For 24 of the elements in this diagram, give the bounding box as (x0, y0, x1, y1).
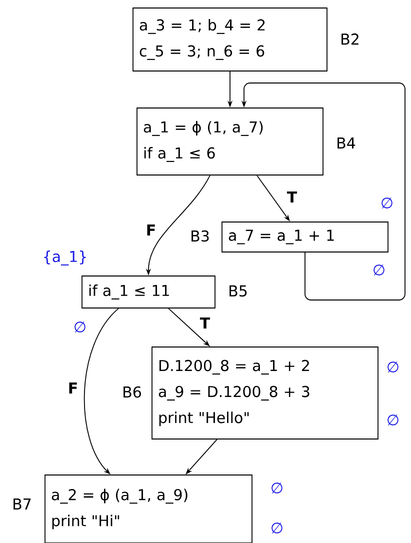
code-block-box: D.1200_8 = a_1 + 2 a_9 = D.1200_8 + 3 print "Hello" (152, 346, 378, 440)
set-annotation: ∅ (272, 482, 282, 494)
set-annotation: ∅ (388, 414, 398, 426)
block-label: B5 (230, 285, 247, 297)
code-block-box: a_7 = a_1 + 1 (222, 222, 388, 252)
block-label: B4 (338, 138, 356, 148)
edge-label: T (200, 318, 210, 328)
set-annotation: {a_1} (44, 250, 86, 266)
block-label: B7 (14, 498, 31, 510)
block-label: B3 (192, 230, 209, 242)
code-block-box: a_3 = 1; b_4 = 2 c_5 = 3; n_6 = 6 (132, 8, 328, 72)
set-annotation: ∅ (374, 264, 384, 276)
set-annotation: ∅ (388, 362, 398, 372)
code-block-box: a_2 = ϕ (a_1, a_9) print "Hi" (44, 474, 252, 543)
edge-label: F (69, 382, 77, 394)
code-block-box: a_1 = ϕ (1, a_7) if a_1 ≤ 6 (136, 108, 324, 176)
block-label: B6 (124, 386, 141, 398)
block-label: B2 (342, 33, 358, 45)
set-annotation: ∅ (74, 322, 86, 332)
code-block-box: if a_1 ≤ 11 (82, 276, 216, 308)
set-annotation: ∅ (382, 198, 392, 208)
set-annotation: ∅ (272, 522, 282, 534)
edge-label: F (147, 224, 155, 236)
edge-label: T (286, 192, 298, 202)
